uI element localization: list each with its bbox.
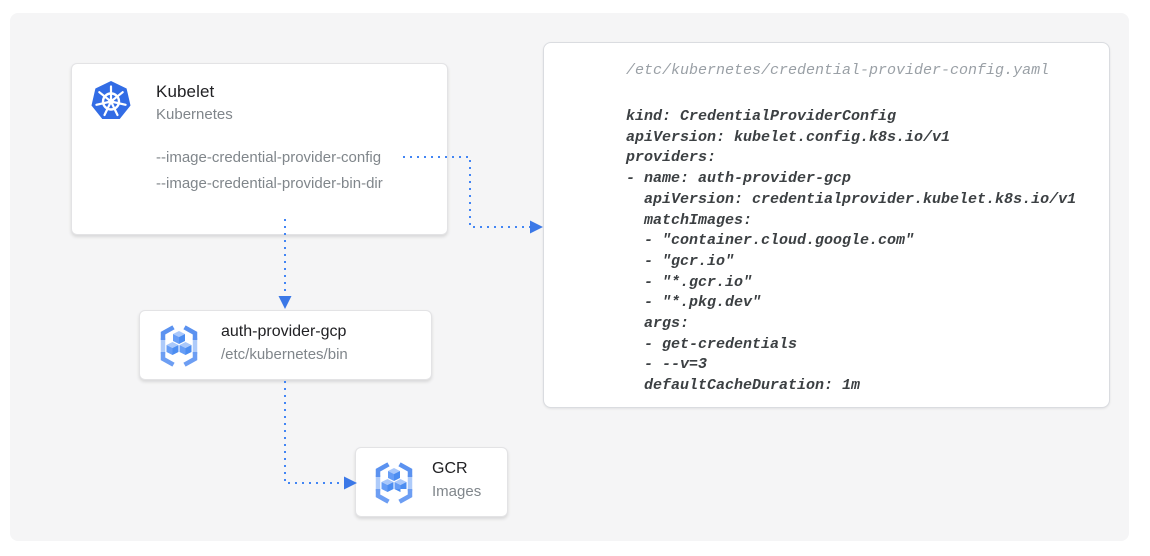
- auth-provider-subtitle: /etc/kubernetes/bin: [221, 346, 348, 363]
- kubernetes-icon: [89, 80, 133, 124]
- config-yaml-code: kind: CredentialProviderConfig apiVersio…: [626, 108, 1077, 395]
- kubelet-title: Kubelet: [156, 82, 215, 101]
- gcr-icon: [156, 323, 202, 369]
- gcr-card: GCR Images: [355, 447, 508, 517]
- auth-provider-gcp-card: auth-provider-gcp /etc/kubernetes/bin: [139, 310, 432, 380]
- gcr-icon: [371, 460, 417, 506]
- kubelet-card: Kubelet Kubernetes --image-credential-pr…: [71, 63, 448, 235]
- kubelet-subtitle: Kubernetes: [156, 106, 233, 123]
- config-file-path: /etc/kubernetes/credential-provider-conf…: [626, 62, 1050, 79]
- kubelet-flag-config: --image-credential-provider-config: [156, 149, 382, 166]
- gcr-title: GCR: [432, 460, 468, 477]
- gcr-subtitle: Images: [432, 483, 482, 500]
- auth-provider-title: auth-provider-gcp: [221, 323, 347, 340]
- config-yaml-card: /etc/kubernetes/credential-provider-conf…: [543, 42, 1110, 408]
- kubelet-flag-bin-dir: --image-credential-provider-bin-dir: [156, 175, 383, 192]
